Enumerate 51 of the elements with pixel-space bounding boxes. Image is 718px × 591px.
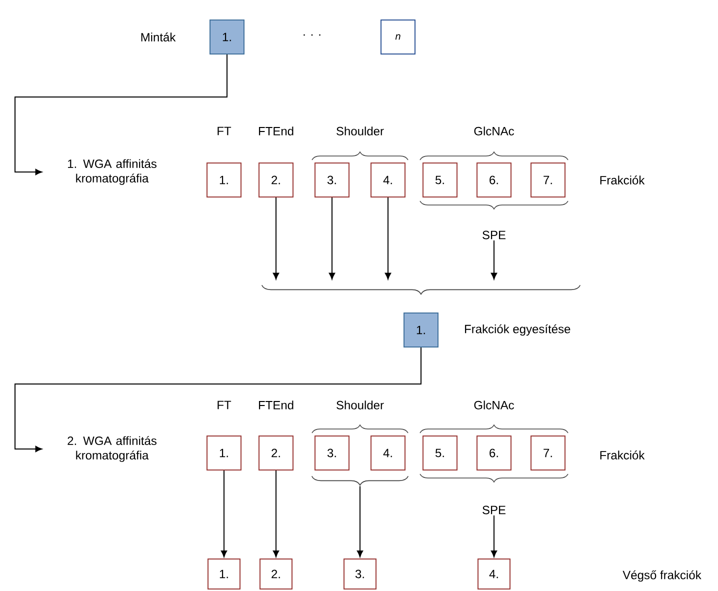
text-label: FT: [218, 400, 232, 410]
arrow: [356, 486, 364, 558]
text-label: Végső frakciók: [622, 570, 702, 582]
text-label: Shoulder: [336, 126, 384, 136]
fraction-box: 7.: [530, 436, 566, 470]
fraction-box: 5.: [422, 162, 458, 198]
fraction-box: 3.: [314, 436, 350, 470]
fraction-box: 2.: [260, 558, 292, 590]
fraction-box: 5.: [422, 436, 458, 470]
fraction-box: 7.: [530, 162, 566, 198]
arrow: [490, 514, 498, 558]
fraction-box: 1.: [206, 436, 242, 470]
arrow: [328, 197, 336, 280]
text-label: Frakciók: [600, 450, 645, 460]
text-label: . . .: [304, 34, 320, 36]
text-label: Frakciók: [600, 176, 645, 184]
step-label: 1. WGA affinitás kromatográfia: [68, 159, 156, 185]
fraction-box: 4.: [370, 436, 406, 470]
fraction-box: 2.: [258, 436, 294, 470]
brace: [261, 284, 581, 295]
fraction-box: 1.: [208, 558, 240, 590]
text-label: Shoulder: [336, 400, 384, 410]
fraction-box: 3.: [344, 558, 376, 590]
arrow: [14, 54, 228, 176]
text-label: Minták: [141, 32, 176, 42]
arrow: [384, 197, 392, 280]
text-label: GlcNAc: [474, 126, 514, 136]
step-label: 2. WGA affinitás kromatográfia: [68, 436, 156, 462]
sample-box: 1.: [210, 20, 244, 54]
arrow: [490, 240, 498, 280]
step-label: SPE: [482, 506, 506, 514]
fraction-box: 6.: [476, 162, 512, 198]
text-label: FTEnd: [258, 126, 294, 136]
sample-box: n: [380, 20, 416, 54]
text-label: FT: [218, 126, 232, 136]
fraction-box: 1.: [206, 162, 242, 198]
fraction-box: 4.: [370, 162, 406, 198]
text-label: FTEnd: [258, 400, 294, 410]
fraction-box: 6.: [476, 436, 512, 470]
text-label: GlcNAc: [474, 400, 514, 410]
arrow: [220, 470, 228, 558]
arrow: [272, 470, 280, 558]
step-label: SPE: [482, 230, 506, 240]
fraction-box: 4.: [478, 558, 510, 590]
fraction-box: 2.: [258, 162, 294, 198]
arrow: [14, 347, 422, 452]
fraction-box: 3.: [314, 162, 350, 198]
brace: [311, 476, 409, 486]
step-label: Frakciók egyesítése: [465, 324, 570, 336]
sample-box: 1.: [404, 312, 438, 348]
arrow: [272, 197, 280, 280]
